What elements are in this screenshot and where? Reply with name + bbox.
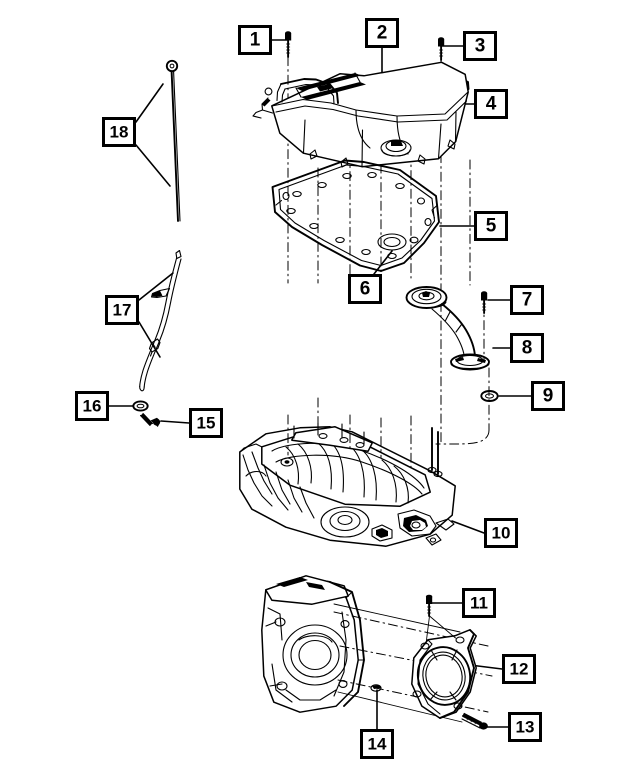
part-14-cylinder-block-rear bbox=[261, 575, 382, 713]
callout-11-label: 11 bbox=[470, 593, 488, 612]
callout-9-label: 9 bbox=[542, 385, 554, 406]
part-12-rear-main-seal-retainer bbox=[411, 629, 477, 719]
part-11-rear-seal-retainer-bolt-upper bbox=[425, 594, 456, 645]
part-17-oil-dipstick-tube bbox=[139, 249, 182, 392]
callout-8-label: 8 bbox=[521, 337, 533, 358]
callout-14[interactable]: 14 bbox=[360, 729, 394, 759]
part-5-oil-pan-gasket bbox=[271, 159, 440, 272]
callout-3[interactable]: 3 bbox=[463, 31, 497, 61]
callout-5-label: 5 bbox=[485, 215, 497, 236]
callout-6[interactable]: 6 bbox=[348, 274, 382, 304]
callout-10-label: 10 bbox=[491, 523, 511, 542]
part-1-oil-pan-bolt bbox=[285, 31, 292, 58]
callout-1[interactable]: 1 bbox=[238, 25, 272, 55]
part-13-rear-seal-retainer-bolt-lower bbox=[461, 712, 488, 730]
callout-9[interactable]: 9 bbox=[531, 381, 565, 411]
callout-18-label: 18 bbox=[109, 122, 129, 141]
part-10-engine-block-assembly bbox=[239, 422, 456, 547]
callout-4[interactable]: 4 bbox=[474, 89, 508, 119]
callout-16[interactable]: 16 bbox=[75, 391, 109, 421]
callout-11[interactable]: 11 bbox=[462, 588, 496, 618]
alignment-axes-upper bbox=[287, 37, 471, 445]
callout-2[interactable]: 2 bbox=[365, 18, 399, 48]
callout-14-label: 14 bbox=[367, 734, 387, 753]
part-16-dipstick-tube-o-ring bbox=[132, 400, 149, 412]
callout-12-label: 12 bbox=[509, 659, 529, 678]
callout-6-label: 6 bbox=[359, 278, 371, 299]
part-3-oil-pan-bolt-right bbox=[438, 37, 445, 61]
callout-7-label: 7 bbox=[521, 289, 533, 310]
part-15-dipstick-tube-bolt bbox=[139, 412, 161, 427]
callout-15[interactable]: 15 bbox=[189, 408, 223, 438]
callout-10[interactable]: 10 bbox=[484, 518, 518, 548]
callout-8[interactable]: 8 bbox=[510, 333, 544, 363]
callout-3-label: 3 bbox=[474, 35, 486, 56]
callout-15-label: 15 bbox=[196, 413, 216, 432]
callout-17-label: 17 bbox=[112, 300, 132, 319]
callout-16-label: 16 bbox=[82, 396, 102, 415]
part-8-oil-pickup-tube bbox=[405, 286, 490, 371]
callout-4-label: 4 bbox=[485, 93, 497, 114]
alignment-axes-block bbox=[287, 397, 412, 471]
callout-13[interactable]: 13 bbox=[508, 712, 542, 742]
callout-7[interactable]: 7 bbox=[510, 285, 544, 315]
callout-13-label: 13 bbox=[515, 717, 535, 736]
callout-2-label: 2 bbox=[376, 22, 388, 43]
callout-5[interactable]: 5 bbox=[474, 211, 508, 241]
alignment-axes-pickup bbox=[435, 301, 490, 445]
callout-17[interactable]: 17 bbox=[105, 295, 139, 325]
part-4-oil-pan bbox=[252, 61, 469, 168]
callout-12[interactable]: 12 bbox=[502, 654, 536, 684]
part-18-oil-level-dipstick bbox=[165, 59, 181, 222]
callout-18[interactable]: 18 bbox=[102, 117, 136, 147]
callout-1-label: 1 bbox=[249, 29, 261, 50]
